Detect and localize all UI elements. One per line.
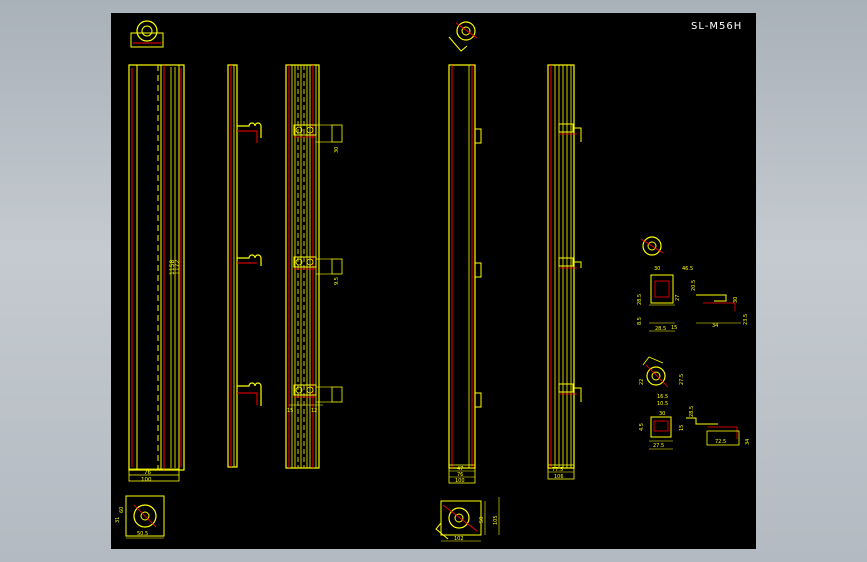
drawing-sheet: 1158 1172 76 100 bbox=[111, 13, 756, 549]
dim-a-30: 30 bbox=[654, 266, 660, 272]
dim-a-34: 34 bbox=[712, 323, 718, 329]
dim-length-1158: 1158 bbox=[169, 260, 176, 275]
dim-length-1172: 1172 bbox=[174, 260, 181, 275]
dim-105: 105 bbox=[493, 515, 499, 525]
clamp-detail-2 bbox=[293, 256, 343, 275]
dim-b-16-5: 16.5 bbox=[657, 394, 668, 400]
dim-b-15: 15 bbox=[679, 425, 685, 431]
rail-view-side bbox=[227, 64, 262, 468]
clip-2 bbox=[558, 257, 582, 269]
dim-width-76: 76 bbox=[144, 470, 151, 476]
dim-b-72-5: 72.5 bbox=[715, 439, 726, 445]
dim-b-28-5: 28.5 bbox=[689, 406, 695, 417]
detail-a: 30 46.5 28.5 27 15 8.5 28.5 23.5 34 20.5… bbox=[637, 236, 749, 332]
dim-a-46-5: 46.5 bbox=[682, 266, 693, 272]
dim-b-30: 30 bbox=[659, 411, 665, 417]
dim-a-30b: 30 bbox=[733, 297, 739, 303]
rail-view-channel: 47 76 100 bbox=[448, 21, 482, 484]
dim-b-10-5: 10.5 bbox=[657, 401, 668, 407]
dim-mark-9-5: 9.5 bbox=[334, 277, 340, 285]
dim-50: 50 bbox=[479, 517, 485, 523]
dim-width-100b: 100 bbox=[455, 478, 465, 484]
bracket-3 bbox=[237, 382, 262, 406]
dim-31: 31 bbox=[115, 517, 121, 523]
dim-a-15: 15 bbox=[671, 325, 677, 331]
dim-mark-15: 15 bbox=[287, 408, 293, 414]
dim-a-8-5: 8.5 bbox=[637, 317, 643, 325]
dim-b-27-5: 27.5 bbox=[679, 374, 685, 385]
end-detail-bottom-1: 60 50.5 31 bbox=[115, 495, 165, 539]
dim-a-28-5: 28.5 bbox=[637, 294, 643, 305]
clip-1 bbox=[558, 123, 582, 142]
dim-a-20-5: 20.5 bbox=[691, 280, 697, 291]
dim-b-22: 22 bbox=[639, 379, 645, 385]
rail-view-front: 1158 1172 76 100 bbox=[128, 20, 185, 483]
dim-b-27-5b: 27.5 bbox=[653, 443, 664, 449]
detail-b: 22 27.5 16.5 10.5 30 4.5 27.5 72.5 15 34… bbox=[639, 356, 751, 450]
dim-b-34: 34 bbox=[745, 439, 751, 445]
end-detail-bottom-2: 102 105 50 bbox=[435, 497, 500, 542]
dim-mark-30: 30 bbox=[334, 147, 340, 153]
dim-50-5: 50.5 bbox=[137, 531, 148, 537]
clamp-detail-1 bbox=[293, 124, 343, 143]
cad-drawing: 1158 1172 76 100 bbox=[115, 20, 751, 542]
dim-a-28-5b: 28.5 bbox=[655, 326, 666, 332]
bracket-2 bbox=[237, 254, 262, 266]
dim-width-77-5: 77.5 bbox=[552, 467, 563, 473]
dim-width-106: 106 bbox=[554, 474, 564, 480]
clamp-detail-3 bbox=[289, 384, 343, 406]
end-fitting-top-1 bbox=[130, 20, 164, 48]
drawing-title: SL-M56H bbox=[691, 21, 743, 32]
dim-102: 102 bbox=[454, 536, 464, 542]
dim-width-76b: 76 bbox=[457, 472, 463, 478]
dim-b-4-5: 4.5 bbox=[639, 423, 645, 431]
clip-3 bbox=[558, 383, 582, 402]
dim-a-27: 27 bbox=[675, 295, 681, 301]
dim-60: 60 bbox=[119, 507, 125, 513]
dim-mark-12: 12 bbox=[311, 408, 317, 414]
rail-view-multiline: 15 12 30 9.5 bbox=[285, 64, 343, 469]
dim-width-47: 47 bbox=[457, 466, 463, 472]
bracket-1 bbox=[237, 122, 262, 143]
dim-a-23-5: 23.5 bbox=[743, 314, 749, 325]
rail-view-right: 77.5 106 bbox=[547, 64, 582, 480]
dim-width-100: 100 bbox=[141, 477, 152, 483]
end-fitting-top-2 bbox=[448, 21, 478, 52]
